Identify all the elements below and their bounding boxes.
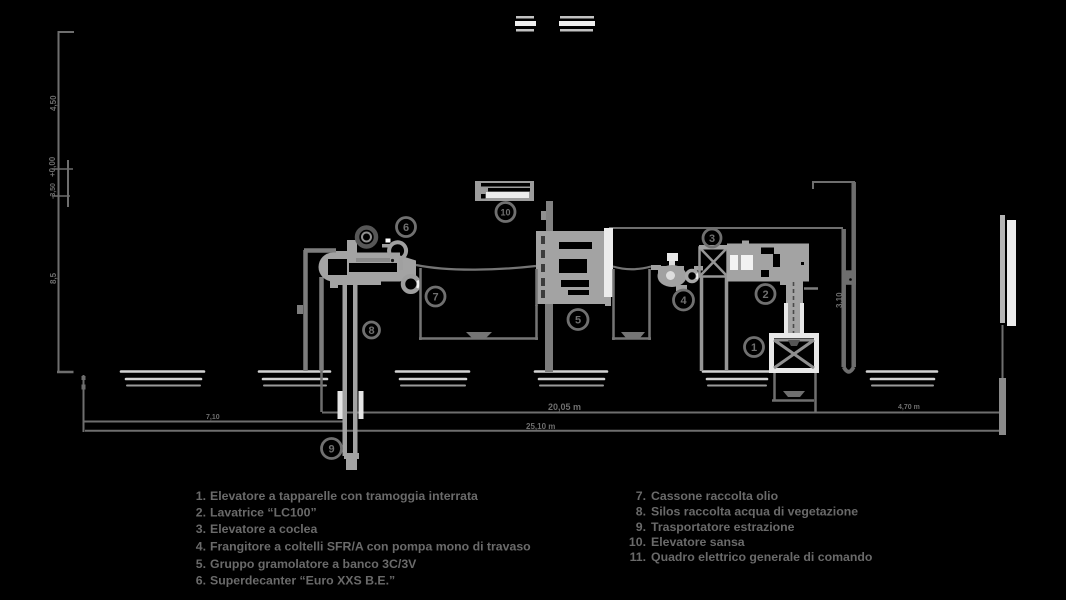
svg-text:3: 3 [709,233,715,245]
svg-text:4: 4 [680,295,687,307]
svg-text:7: 7 [432,292,438,304]
svg-text:4,70 m: 4,70 m [898,404,920,411]
svg-text:Lavatrice “LC100”: Lavatrice “LC100” [210,506,317,520]
svg-text:4,50: 4,50 [49,95,58,111]
svg-text:5: 5 [575,315,581,327]
svg-text:20,05 m: 20,05 m [548,402,581,412]
svg-text:10: 10 [500,208,510,218]
svg-text:5.: 5. [196,557,206,571]
svg-text:Gruppo gramolatore a banco 3C/: Gruppo gramolatore a banco 3C/3V [210,557,417,571]
svg-text:Elevatore a tapparelle con tra: Elevatore a tapparelle con tramoggia int… [210,489,478,503]
svg-text:9.: 9. [636,520,646,534]
svg-text:8,5: 8,5 [49,272,58,284]
svg-text:2.: 2. [196,506,206,520]
svg-text:+0,00: +0,00 [48,156,57,177]
svg-text:11.: 11. [630,550,646,564]
svg-text:3,10: 3,10 [835,292,844,308]
svg-text:Silos raccolta acqua di vegeta: Silos raccolta acqua di vegetazione [651,505,858,519]
svg-text:6.: 6. [196,574,206,588]
svg-text:-3,50: -3,50 [50,183,57,199]
svg-text:25,10 m: 25,10 m [526,422,555,431]
svg-text:1: 1 [751,342,757,354]
svg-text:Trasportatore estrazione: Trasportatore estrazione [651,520,795,534]
svg-text:6: 6 [403,222,409,234]
svg-text:1.: 1. [196,489,206,503]
svg-text:Quadro elettrico generale di c: Quadro elettrico generale di comando [651,550,873,564]
svg-text:3.: 3. [196,522,206,536]
svg-text:2: 2 [762,289,768,301]
svg-text:Cassone raccolta olio: Cassone raccolta olio [651,489,779,503]
svg-text:4.: 4. [196,540,206,554]
svg-text:Elevatore a coclea: Elevatore a coclea [210,522,317,536]
svg-text:8.: 8. [636,505,646,519]
svg-text:Superdecanter “Euro XXS B.E.”: Superdecanter “Euro XXS B.E.” [210,574,395,588]
svg-text:9: 9 [328,444,334,456]
svg-text:Elevatore sansa: Elevatore sansa [651,535,745,549]
svg-text:10.: 10. [629,535,646,549]
svg-text:7,10: 7,10 [206,414,220,421]
svg-text:7.: 7. [636,489,646,503]
svg-text:Frangitore a coltelli SFR/A co: Frangitore a coltelli SFR/A con pompa mo… [210,540,531,554]
svg-text:8: 8 [368,325,374,337]
